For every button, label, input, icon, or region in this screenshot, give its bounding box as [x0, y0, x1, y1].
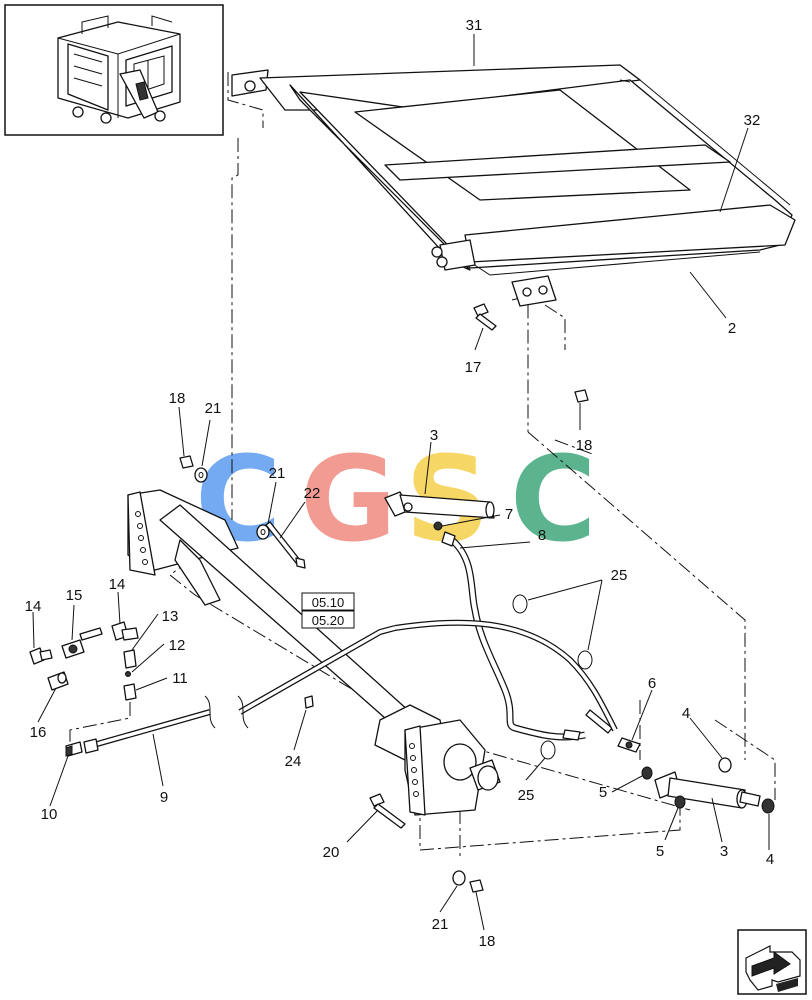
label-15: 15	[66, 587, 83, 604]
label-3-upper: 3	[430, 427, 438, 444]
hydraulic-line-9[interactable]	[83, 619, 618, 754]
label-16: 16	[30, 724, 47, 741]
label-4-lower: 4	[766, 851, 774, 868]
label-32: 32	[744, 112, 761, 129]
bushing-4-upper[interactable]	[718, 757, 732, 773]
part-labels: 31 32 2 17 18 18 21 21 22 3 7 8 25 25 6 …	[25, 17, 775, 950]
label-7: 7	[505, 506, 513, 523]
baler-thumbnail-icon[interactable]	[4, 4, 224, 136]
label-12: 12	[169, 637, 186, 654]
label-14-left: 14	[25, 598, 42, 615]
label-17: 17	[465, 359, 482, 376]
label-25-lower: 25	[518, 787, 535, 804]
bushing-4-lower[interactable]	[761, 798, 775, 814]
label-21-bottom: 21	[432, 916, 449, 933]
label-18-upper: 18	[576, 437, 593, 454]
watermark-letter-g: G	[300, 430, 397, 568]
fitting-13[interactable]	[123, 649, 137, 669]
label-9: 9	[160, 789, 168, 806]
nut-18-left[interactable]	[179, 455, 194, 469]
label-10: 10	[41, 806, 58, 823]
label-6: 6	[648, 675, 656, 692]
label-3-lower: 3	[720, 843, 728, 860]
washer-21-mid[interactable]	[256, 524, 270, 540]
adapter-11[interactable]	[123, 683, 137, 701]
reference-05-20: 05.20	[312, 613, 345, 628]
section-reference[interactable]: 05.10 05.20	[301, 592, 355, 629]
clamp-25-lower[interactable]	[540, 740, 556, 760]
washer-5-lower[interactable]	[674, 795, 686, 809]
grommet-24[interactable]	[304, 695, 314, 709]
label-31: 31	[466, 17, 483, 34]
nut-18-bottom[interactable]	[469, 879, 484, 893]
washer-21-bottom[interactable]	[452, 870, 466, 886]
label-24: 24	[285, 753, 302, 770]
o-ring-12[interactable]	[125, 671, 131, 677]
fitting-6[interactable]	[617, 737, 641, 753]
label-25-upper: 25	[611, 567, 628, 584]
leader-lines	[32, 34, 770, 931]
label-21-mid: 21	[269, 465, 286, 482]
label-18-left: 18	[169, 390, 186, 407]
washer-5-upper[interactable]	[641, 766, 653, 780]
next-page-arrow-icon[interactable]	[737, 929, 807, 995]
label-13: 13	[162, 608, 179, 625]
bolt-20[interactable]	[369, 793, 406, 829]
upper-shield-assembly[interactable]	[231, 64, 796, 307]
lift-arm-assembly[interactable]	[127, 489, 501, 816]
label-18-bottom: 18	[479, 933, 496, 950]
valve-15[interactable]	[61, 627, 103, 659]
cylinder-3-lower[interactable]	[654, 771, 761, 809]
fitting-14-left[interactable]	[29, 647, 53, 665]
hydraulic-hose-8[interactable]	[441, 531, 613, 741]
label-4-upper: 4	[682, 705, 690, 722]
label-11: 11	[172, 670, 188, 687]
label-5-lower: 5	[656, 843, 664, 860]
label-20: 20	[323, 844, 340, 861]
label-8: 8	[538, 527, 546, 544]
label-5-upper: 5	[599, 784, 607, 801]
label-22: 22	[304, 485, 321, 502]
elbow-16[interactable]	[47, 671, 69, 691]
fitting-14-right[interactable]	[111, 621, 139, 641]
label-21-left: 21	[205, 400, 222, 417]
watermark-letter-c2: C	[510, 430, 597, 568]
bolt-22[interactable]	[265, 521, 306, 569]
nut-18-upper[interactable]	[574, 389, 589, 403]
clamp-25-middle[interactable]	[577, 650, 593, 670]
label-14-right: 14	[109, 576, 126, 593]
washer-21-left[interactable]	[194, 467, 208, 483]
bolt-17[interactable]	[473, 303, 497, 331]
cylinder-3-upper[interactable]	[384, 491, 495, 531]
label-2: 2	[728, 320, 736, 337]
reference-05-10: 05.10	[312, 595, 345, 610]
clamp-25-upper[interactable]	[512, 594, 528, 614]
elbow-10[interactable]	[65, 741, 83, 757]
